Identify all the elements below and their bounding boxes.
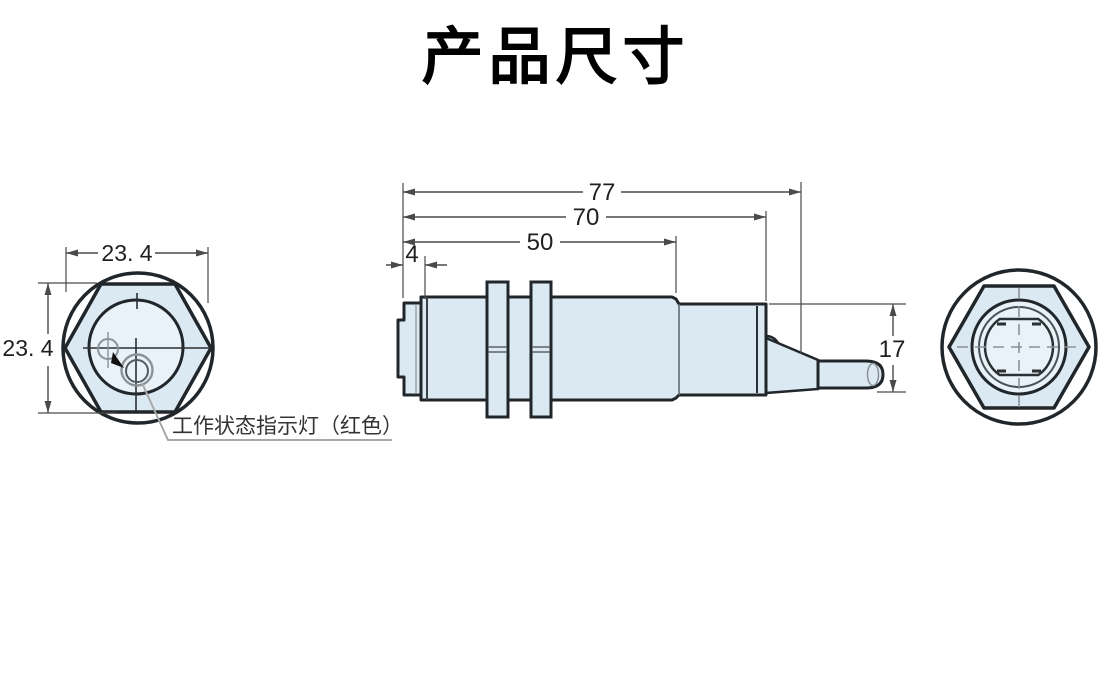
indicator-arrow [111, 352, 124, 368]
cable-end-ellipse [866, 362, 880, 387]
front-view: 工作状态指示灯（红色） 23. 4 23. 4 [2, 240, 403, 441]
front-width-dimension: 23. 4 [65, 240, 209, 303]
rear-diameter-value: 17 [879, 336, 906, 363]
indicator-led-outer-ring [120, 353, 154, 387]
indicator-label: 工作状态指示灯（红色） [172, 415, 403, 438]
strain-relief-cone [764, 336, 820, 395]
sensor-body [419, 295, 768, 402]
indicator-leader-line [141, 382, 392, 441]
rear-diameter-dimension: 17 [879, 304, 906, 392]
total-length-value: 77 [589, 179, 616, 206]
rear-connector-notches [997, 322, 1041, 373]
barrel-length-dimension: 50 [403, 229, 676, 256]
sensor-snout [396, 301, 423, 397]
body-length-value: 70 [573, 204, 600, 231]
extension-lines [402, 182, 906, 393]
cable [816, 359, 885, 390]
total-length-dimension: 77 [403, 179, 801, 206]
rear-connector-shape [983, 317, 1055, 377]
mounting-nut-2 [529, 280, 553, 419]
mounting-nut-1 [485, 280, 510, 419]
page-title: 产品尺寸 [421, 23, 690, 92]
body-length-dimension: 70 [403, 204, 766, 231]
tip-length-value: 4 [405, 241, 418, 268]
side-view: 77 70 50 4 17 [386, 179, 906, 419]
front-width-value: 23. 4 [101, 240, 152, 266]
indicator-led-inner-ring [125, 359, 149, 383]
tip-length-dimension: 4 [386, 241, 447, 269]
front-height-dimension: 23. 4 [2, 282, 116, 414]
front-height-value: 23. 4 [2, 335, 53, 361]
rear-centerlines [957, 288, 1081, 407]
rear-view [940, 268, 1098, 426]
barrel-length-value: 50 [527, 229, 554, 256]
